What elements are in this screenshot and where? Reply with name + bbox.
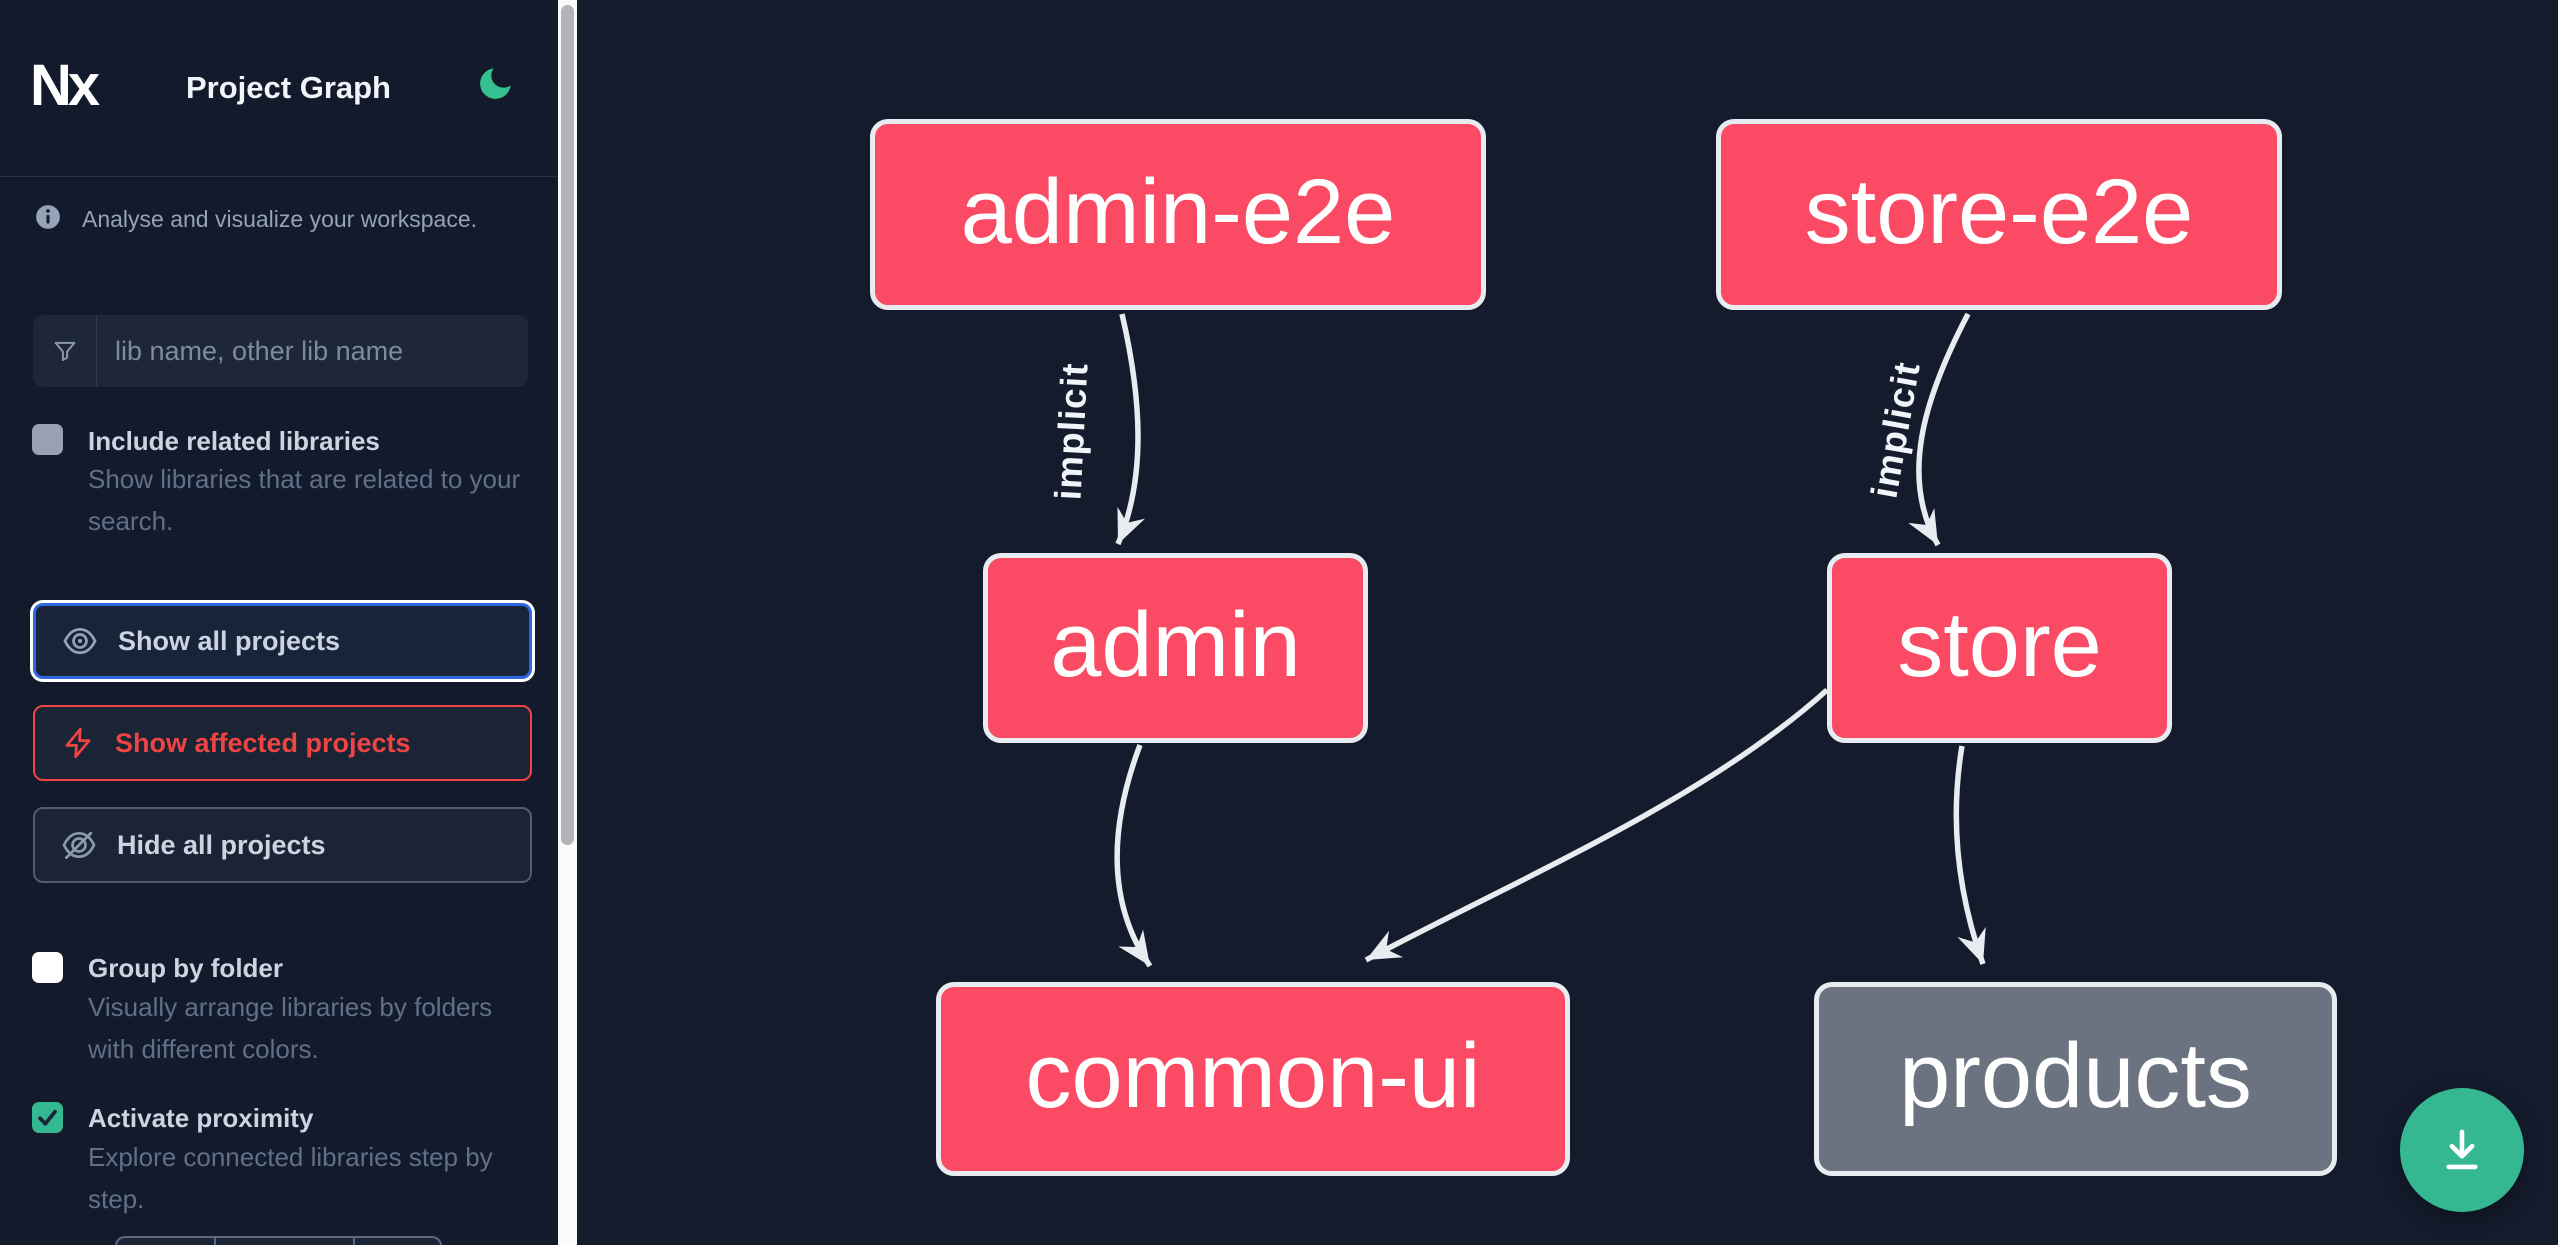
hide-all-projects-button[interactable]: Hide all projects: [33, 807, 532, 883]
edge-store-to-common-ui: [1364, 687, 1829, 963]
moon-icon: [476, 67, 516, 106]
funnel-icon: [33, 315, 97, 387]
group-by-folder-label[interactable]: Group by folder: [88, 953, 283, 983]
download-icon: [2433, 1121, 2491, 1179]
tagline-text: Analyse and visualize your workspace.: [82, 206, 478, 232]
page-title: Project Graph: [186, 70, 391, 105]
show-all-projects-button[interactable]: Show all projects: [33, 603, 532, 679]
filter-input[interactable]: [97, 315, 528, 387]
graph-node-products[interactable]: products: [1814, 982, 2337, 1176]
group-by-folder-description: Visually arrange libraries by folders wi…: [88, 992, 493, 1064]
stepper-increment[interactable]: [353, 1238, 440, 1245]
info-icon: [35, 204, 61, 235]
check-icon: [35, 1105, 60, 1130]
download-graph-button[interactable]: [2400, 1088, 2524, 1212]
graph-node-admin[interactable]: admin: [983, 553, 1368, 743]
nx-logo: Nx: [30, 53, 100, 118]
tagline-row: Analyse and visualize your workspace.: [35, 204, 477, 235]
graph-node-store[interactable]: store: [1827, 553, 2172, 743]
show-affected-projects-label: Show affected projects: [115, 727, 411, 758]
graph-node-common-ui[interactable]: common-ui: [936, 982, 1570, 1176]
sidebar: Nx Project Graph Analyse and visualize y…: [0, 0, 558, 1245]
graph-node-store-e2e[interactable]: store-e2e: [1716, 119, 2282, 310]
eye-off-icon: [60, 826, 98, 864]
include-related-label[interactable]: Include related libraries: [88, 426, 380, 456]
stepper-value: [214, 1238, 353, 1245]
edge-admin-to-common-ui: [1114, 744, 1153, 968]
theme-toggle-button[interactable]: [474, 62, 518, 106]
sidebar-scrollbar-thumb[interactable]: [560, 5, 574, 845]
sidebar-scrollbar-track: [558, 0, 577, 1245]
checkbox-activate-proximity[interactable]: [32, 1102, 63, 1133]
stepper-decrement[interactable]: [117, 1238, 214, 1245]
activate-proximity-label[interactable]: Activate proximity: [88, 1103, 314, 1133]
activate-proximity-description: Explore connected libraries step by step…: [88, 1142, 493, 1214]
proximity-depth-stepper[interactable]: [115, 1236, 442, 1245]
show-all-projects-label: Show all projects: [118, 625, 341, 656]
edge-admin-e2e-to-admin: [1115, 313, 1146, 546]
edge-store-e2e-to-store: [1908, 312, 1971, 547]
show-affected-projects-button[interactable]: Show affected projects: [33, 705, 532, 781]
include-related-description: Show libraries that are related to your …: [88, 464, 521, 536]
edge-store-to-products: [1953, 745, 1986, 965]
checkbox-include-related[interactable]: [32, 424, 63, 455]
sidebar-header: Nx Project Graph: [0, 0, 558, 177]
graph-node-admin-e2e[interactable]: admin-e2e: [870, 119, 1486, 310]
checkbox-group-by-folder[interactable]: [32, 952, 63, 983]
hide-all-projects-label: Hide all projects: [117, 829, 326, 860]
eye-icon: [61, 622, 99, 660]
filter-box: [33, 315, 528, 387]
bolt-icon: [60, 725, 96, 761]
